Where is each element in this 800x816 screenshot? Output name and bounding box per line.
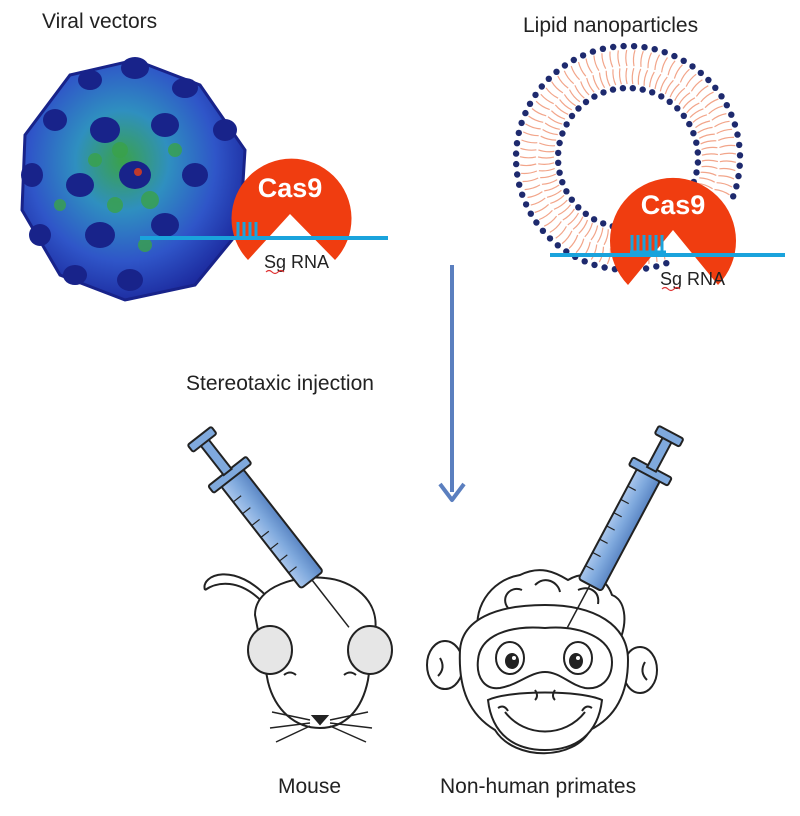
monkey-illustration [426, 569, 658, 755]
stereotaxic-injection-label: Stereotaxic injection [186, 372, 374, 395]
cas9-protein-lipid: Cas9 Sg RNA [550, 177, 785, 292]
sgrna-comb-lipid [630, 235, 666, 254]
lipid-nanoparticles-label: Lipid nanoparticles [523, 14, 699, 37]
lipid-nanoparticle [512, 42, 744, 274]
sg-rna-label-viral: Sg RNA [264, 252, 329, 272]
virus-capsid-spikes [21, 57, 237, 291]
cas9-label-lipid: Cas9 [641, 190, 706, 220]
monkey-syringe [566, 425, 684, 628]
injection-arrow [438, 265, 466, 502]
sg-rna-label-lipid: Sg RNA [660, 269, 725, 289]
non-human-primates-label: Non-human primates [440, 775, 637, 798]
viral-vector [20, 57, 247, 302]
mouse-syringe [187, 426, 350, 628]
mouse-label: Mouse [278, 775, 342, 798]
cas9-protein-viral: Cas9 Sg RNA [140, 158, 388, 275]
viral-vectors-label: Viral vectors [42, 10, 158, 33]
lipid-tails [519, 49, 737, 267]
cas9-label-viral: Cas9 [258, 173, 323, 203]
mouse-illustration [203, 573, 393, 743]
